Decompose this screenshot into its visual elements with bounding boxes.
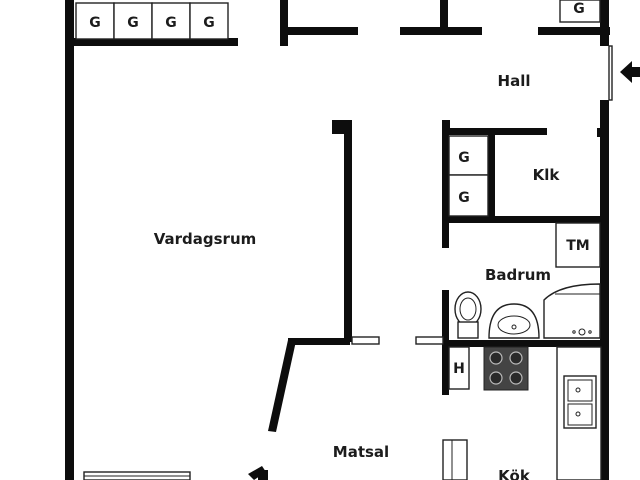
wall-klk-bottom <box>442 216 604 223</box>
entrance-arrow-icon <box>608 45 640 101</box>
wall-living-divider-cap <box>332 120 352 134</box>
closet-3 <box>151 2 191 40</box>
window-dining-sill <box>351 336 380 345</box>
bathroom-fixtures: TM <box>454 222 601 339</box>
wall-closets-top <box>442 120 450 134</box>
wall-living-divider <box>344 120 352 342</box>
wall-north-post <box>440 0 448 35</box>
closet-klk-2 <box>448 174 489 217</box>
hat-shelf-box <box>448 346 470 390</box>
wall-bath-west <box>442 290 449 348</box>
closet-klk-1-label: G <box>458 150 470 166</box>
room-labels: Hall Klk Vardagsrum Badrum Matsal Kök <box>154 72 561 480</box>
stove-icon <box>483 346 529 391</box>
closet-2 <box>113 2 153 40</box>
wall-north-left <box>74 38 238 46</box>
closet-hall <box>559 0 601 23</box>
wall-dining-slant <box>268 340 296 432</box>
room-label-hall: Hall <box>498 72 531 90</box>
hat-shelf-label: H <box>453 361 465 377</box>
closet-klk-2-label: G <box>458 190 470 206</box>
room-label-matsal: Matsal <box>333 443 389 461</box>
wall-south-stub-angle <box>248 466 266 480</box>
toilet-icon <box>454 291 482 339</box>
closet-3-label: G <box>165 15 177 31</box>
wall-closets-west <box>442 128 449 248</box>
sink-icon <box>488 303 540 339</box>
closets-north: G G G G <box>75 2 229 40</box>
wall-east-lower <box>600 100 609 480</box>
closet-hall-label: G <box>573 1 585 17</box>
closet-4-label: G <box>203 15 215 31</box>
washing-machine-box <box>555 222 601 268</box>
wall-klk-west <box>488 128 495 218</box>
washing-machine-label: TM <box>566 238 589 254</box>
closet-1-label: G <box>89 15 101 31</box>
wall-west <box>65 0 74 480</box>
wall-east-upper <box>600 0 609 46</box>
closet-4 <box>189 2 229 40</box>
wall-dining-north <box>288 338 350 345</box>
window-hall-sill <box>415 336 444 345</box>
room-label-vardagsrum: Vardagsrum <box>154 230 257 248</box>
walls <box>65 0 610 480</box>
kitchen-sink-icon <box>563 375 597 429</box>
wall-closets-top-right <box>597 128 604 137</box>
kitchen-fridge-outline <box>442 439 468 480</box>
wall-north-segment-1 <box>280 0 288 46</box>
closets-klk: G G <box>448 135 489 217</box>
room-label-badrum: Badrum <box>485 266 551 284</box>
room-label-klk: Klk <box>533 166 561 184</box>
wall-kitchen-west <box>442 347 449 395</box>
kitchen-fixtures: H <box>448 346 597 429</box>
wall-south-stub <box>258 470 268 480</box>
shower-icon <box>543 283 601 339</box>
wall-north-segment-4 <box>538 27 610 35</box>
wall-north-segment-2 <box>280 27 358 35</box>
closet-hall-northeast: G <box>559 0 601 23</box>
wall-bath-bottom <box>442 340 604 347</box>
closet-2-label: G <box>127 15 139 31</box>
room-label-kok: Kök <box>498 467 531 480</box>
